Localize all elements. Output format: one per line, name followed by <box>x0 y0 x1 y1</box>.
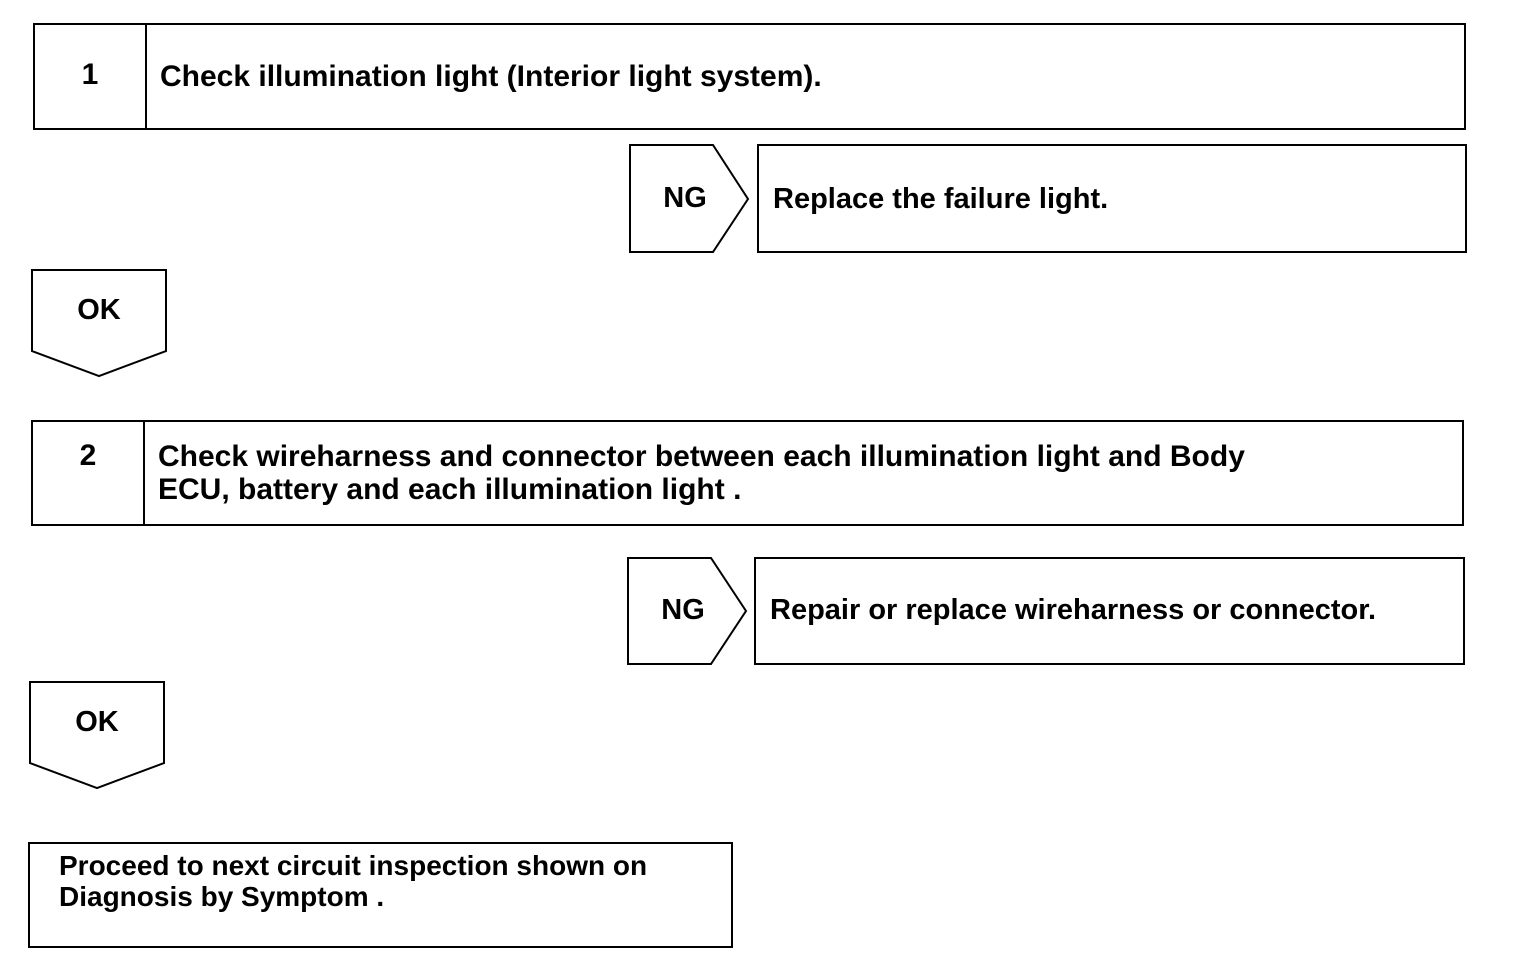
step-1-number: 1 <box>81 58 99 91</box>
final-text-line-1: Proceed to next circuit inspection shown… <box>59 850 648 881</box>
ng-1-action-box <box>757 144 1467 253</box>
ng-2-action-box <box>754 557 1465 665</box>
ng-1-label: NG <box>663 182 707 214</box>
ng-2-action-text: Repair or replace wireharness or connect… <box>770 594 1377 626</box>
step-2-text-line-1: Check wireharness and connector between … <box>158 440 1245 473</box>
ok-2-label: OK <box>75 706 119 738</box>
ok-2-arrow-tag <box>29 681 165 790</box>
ng-2-label: NG <box>661 594 705 626</box>
step-2-number: 2 <box>79 439 97 472</box>
final-box <box>28 842 733 948</box>
step-1-box <box>33 23 1466 130</box>
ok-1-arrow-tag <box>31 269 167 378</box>
ok-1-label: OK <box>77 294 121 326</box>
step-1-text: Check illumination light (Interior light… <box>160 60 822 93</box>
ng-2-arrow-tag <box>627 557 748 665</box>
final-text-line-2: Diagnosis by Symptom . <box>59 881 385 912</box>
step-2-box <box>31 420 1464 526</box>
step-2-divider <box>143 420 145 526</box>
step-2-text-line-2: ECU, battery and each illumination light… <box>158 473 742 506</box>
step-1-divider <box>145 23 147 130</box>
ng-1-action-text: Replace the failure light. <box>773 183 1109 215</box>
ng-1-arrow-tag <box>629 144 750 253</box>
